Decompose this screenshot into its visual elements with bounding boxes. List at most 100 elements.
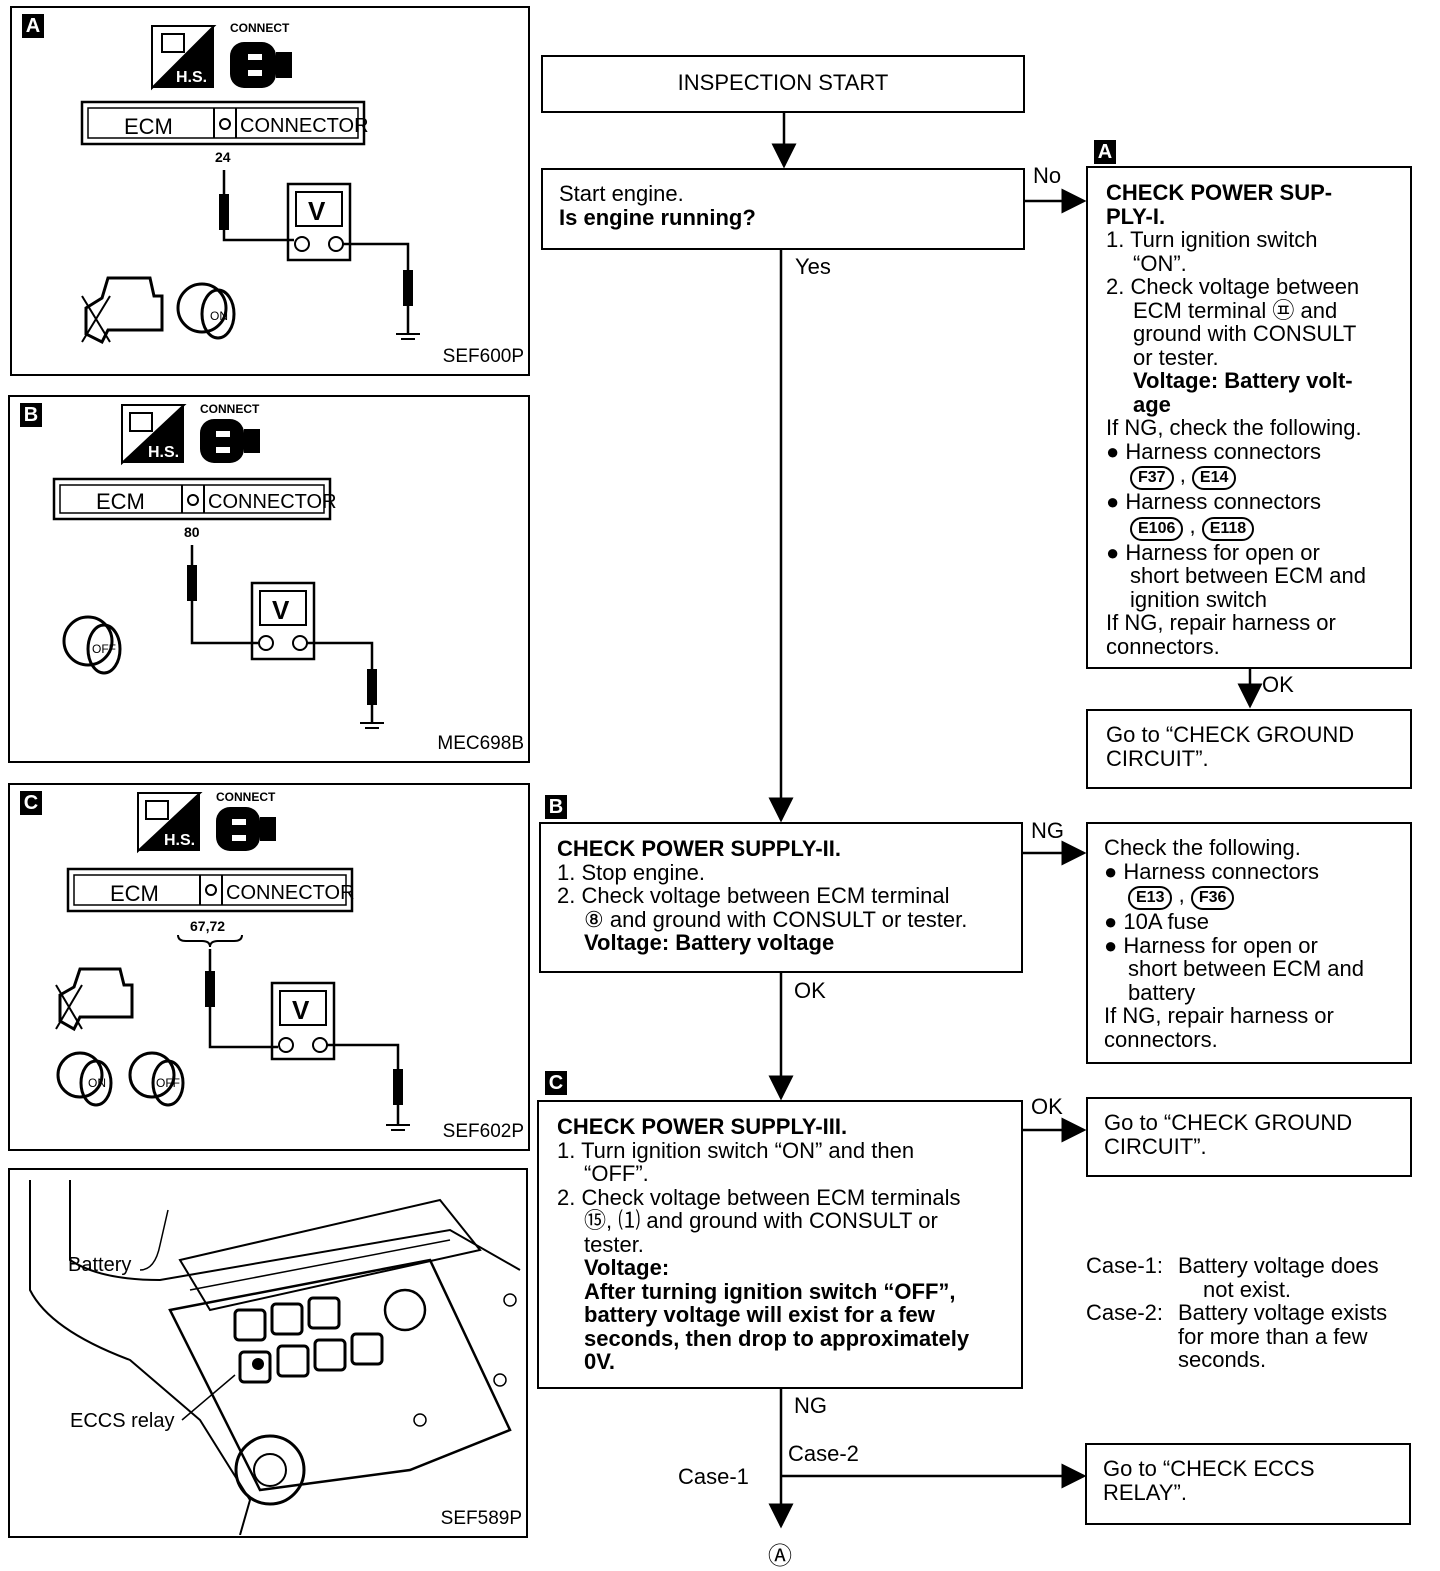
box-a-connectors-1: F37 , E14: [1106, 463, 1402, 490]
connect-label: CONNECT: [200, 402, 260, 416]
box-a-ok-label: OK: [1262, 672, 1294, 697]
ecm-label: ECM: [96, 489, 145, 514]
go-ground-c-line-2: CIRCUIT”.: [1104, 1133, 1207, 1159]
panel-a-code: SEF600P: [442, 346, 524, 367]
box-c-step-1b: “OFF”.: [584, 1161, 649, 1186]
box-c-title: CHECK POWER SUPPLY-III.: [557, 1114, 848, 1139]
go-ground-a-line-2: CIRCUIT”.: [1106, 745, 1209, 771]
case-2-text-3: seconds.: [1178, 1347, 1267, 1372]
box-a-step-2a: 2. Check voltage between: [1106, 274, 1360, 299]
check-following-b-box: Check the following. ● Harness connector…: [1086, 822, 1412, 1064]
check-b-bullet-2: ● 10A fuse: [1104, 909, 1210, 934]
case-1-key: Case-1:: [1086, 1253, 1164, 1278]
panel-a-tag: A: [22, 14, 44, 38]
hs-icon: H.S.: [151, 25, 217, 91]
panel-b-diagram: H.S. CONNECT ECM CONNECTOR 80 V OFF: [52, 402, 384, 729]
check-power-supply-1-box: CHECK POWER SUP- PLY-I. 1. Turn ignition…: [1086, 166, 1412, 669]
check-b-repair-2: connectors.: [1104, 1026, 1218, 1052]
branch-case-1-label: Case-1: [678, 1464, 749, 1489]
eccs-relay-label: ECCS relay: [70, 1410, 175, 1432]
box-c-voltage-2: battery voltage will exist for a few: [584, 1302, 935, 1327]
go-ground-a-line-1: Go to “CHECK GROUND: [1106, 722, 1355, 747]
box-a-title-1: CHECK POWER SUP-: [1106, 180, 1333, 205]
case-2-text-2: for more than a few: [1178, 1323, 1368, 1349]
check-b-title: Check the following.: [1104, 835, 1301, 860]
panel-c-code: SEF602P: [442, 1121, 524, 1142]
box-b-step-2a: 2. Check voltage between ECM terminal: [557, 883, 950, 908]
case-1-text-1: Battery voltage does: [1178, 1253, 1379, 1278]
voltmeter-v: V: [308, 196, 326, 226]
box-c-ok-label: OK: [1031, 1094, 1063, 1119]
box-a-step-2d: or tester.: [1133, 344, 1219, 370]
terminal-label: 80: [184, 524, 200, 540]
relay-block: [233, 1296, 384, 1384]
connect-plug-icon: [200, 419, 260, 463]
branch-case-2-label: Case-2: [788, 1441, 859, 1466]
ecm-label: ECM: [124, 114, 173, 139]
box-a-bullet-2: ● Harness connectors: [1106, 489, 1322, 514]
hs-icon: H.S.: [137, 792, 203, 854]
box-a-connectors-2: E106 , E118: [1106, 513, 1402, 541]
box-b-ng-label: NG: [1031, 818, 1064, 843]
box-c-tag: C: [545, 1071, 567, 1095]
check-b-bullet-1: ● Harness connectors: [1104, 858, 1320, 884]
connector-code: F36: [1190, 886, 1235, 910]
hs-label: H.S.: [176, 69, 207, 86]
connector-code: E14: [1191, 466, 1237, 490]
engine-icon: [81, 276, 164, 345]
go-ground-circuit-a-box: Go to “CHECK GROUND CIRCUIT”.: [1086, 709, 1412, 789]
box-a-step-1b: “ON”.: [1133, 250, 1187, 276]
connector-code: E106: [1130, 516, 1184, 541]
inspection-start-label: INSPECTION START: [677, 70, 889, 95]
check-b-repair-1: If NG, repair harness or: [1104, 1003, 1334, 1028]
key-on-label: ON: [210, 309, 228, 323]
panel-a: A H.S. CONNECT ECM CONNECTOR 24 V: [10, 6, 530, 376]
panel-b: B H.S. CONNECT ECM CONNECTOR 80 V: [8, 395, 530, 763]
box-a-voltage-1: Voltage: Battery volt-: [1133, 368, 1353, 393]
yes-label: Yes: [795, 254, 831, 279]
box-c-ng-label: NG: [794, 1393, 827, 1418]
box-a-step-1a: 1. Turn ignition switch: [1106, 227, 1318, 252]
connect-plug-icon: [216, 807, 276, 851]
box-c-step-2b: ⑮, ⑴ and ground with CONSULT or: [584, 1208, 938, 1233]
panel-relay-code: SEF589P: [440, 1508, 522, 1529]
key-off-label: OFF: [92, 642, 116, 656]
panel-a-diagram: H.S. CONNECT ECM CONNECTOR 24 V: [80, 21, 420, 345]
panel-c: C H.S. CONNECT ECM CONNECTOR 67,72 V: [8, 783, 530, 1151]
box-a-tag: A: [1094, 140, 1116, 164]
connector-label: CONNECTOR: [240, 115, 369, 137]
key-off-label: OFF: [156, 1076, 180, 1090]
box-a-bullet-3: ● Harness for open or: [1106, 539, 1320, 565]
box-a-bullet-3c: ignition switch: [1130, 586, 1267, 612]
case-legend: Case-1: Battery voltage does not exist. …: [1086, 1254, 1426, 1372]
ignition-key-on-icon: ON: [56, 1051, 113, 1107]
box-c-voltage-label: Voltage:: [584, 1255, 670, 1280]
box-b-title: CHECK POWER SUPPLY-II.: [557, 836, 842, 861]
ecm-label: ECM: [110, 881, 159, 906]
panel-relay: Battery ECCS relay SEF589P: [8, 1168, 528, 1538]
check-b-connectors: E13 , F36: [1104, 883, 1404, 910]
box-a-step-2c: ground with CONSULT: [1133, 321, 1357, 346]
go-ground-circuit-c-box: Go to “CHECK GROUND CIRCUIT”.: [1086, 1097, 1412, 1177]
box-b-voltage: Voltage: Battery voltage: [584, 930, 835, 955]
start-engine-box: Start engine. Is engine running?: [541, 168, 1025, 250]
connect-label: CONNECT: [230, 21, 290, 35]
box-a-bullet-3b: short between ECM and: [1130, 563, 1367, 588]
ignition-key-off-icon: OFF: [62, 615, 122, 675]
voltmeter-v: V: [272, 595, 290, 625]
box-b-step-2b: ⑧ and ground with CONSULT or tester.: [584, 906, 968, 932]
connect-plug-icon: [230, 42, 292, 88]
panel-b-code: MEC698B: [437, 733, 524, 754]
box-a-ng-line: If NG, check the following.: [1106, 415, 1362, 440]
connect-label: CONNECT: [216, 790, 276, 804]
box-c-step-1a: 1. Turn ignition switch “ON” and then: [557, 1137, 915, 1163]
start-engine-line: Start engine.: [559, 181, 684, 206]
check-b-bullet-3b: short between ECM and: [1128, 956, 1365, 981]
box-c-step-2c: tester.: [584, 1231, 644, 1257]
terminal-label: 67,72: [190, 918, 225, 934]
engine-icon: [55, 967, 134, 1032]
connector-code: E118: [1201, 516, 1255, 541]
voltmeter-v: V: [292, 995, 310, 1025]
battery-label: Battery: [68, 1254, 132, 1276]
connector-code: E13: [1128, 886, 1173, 910]
